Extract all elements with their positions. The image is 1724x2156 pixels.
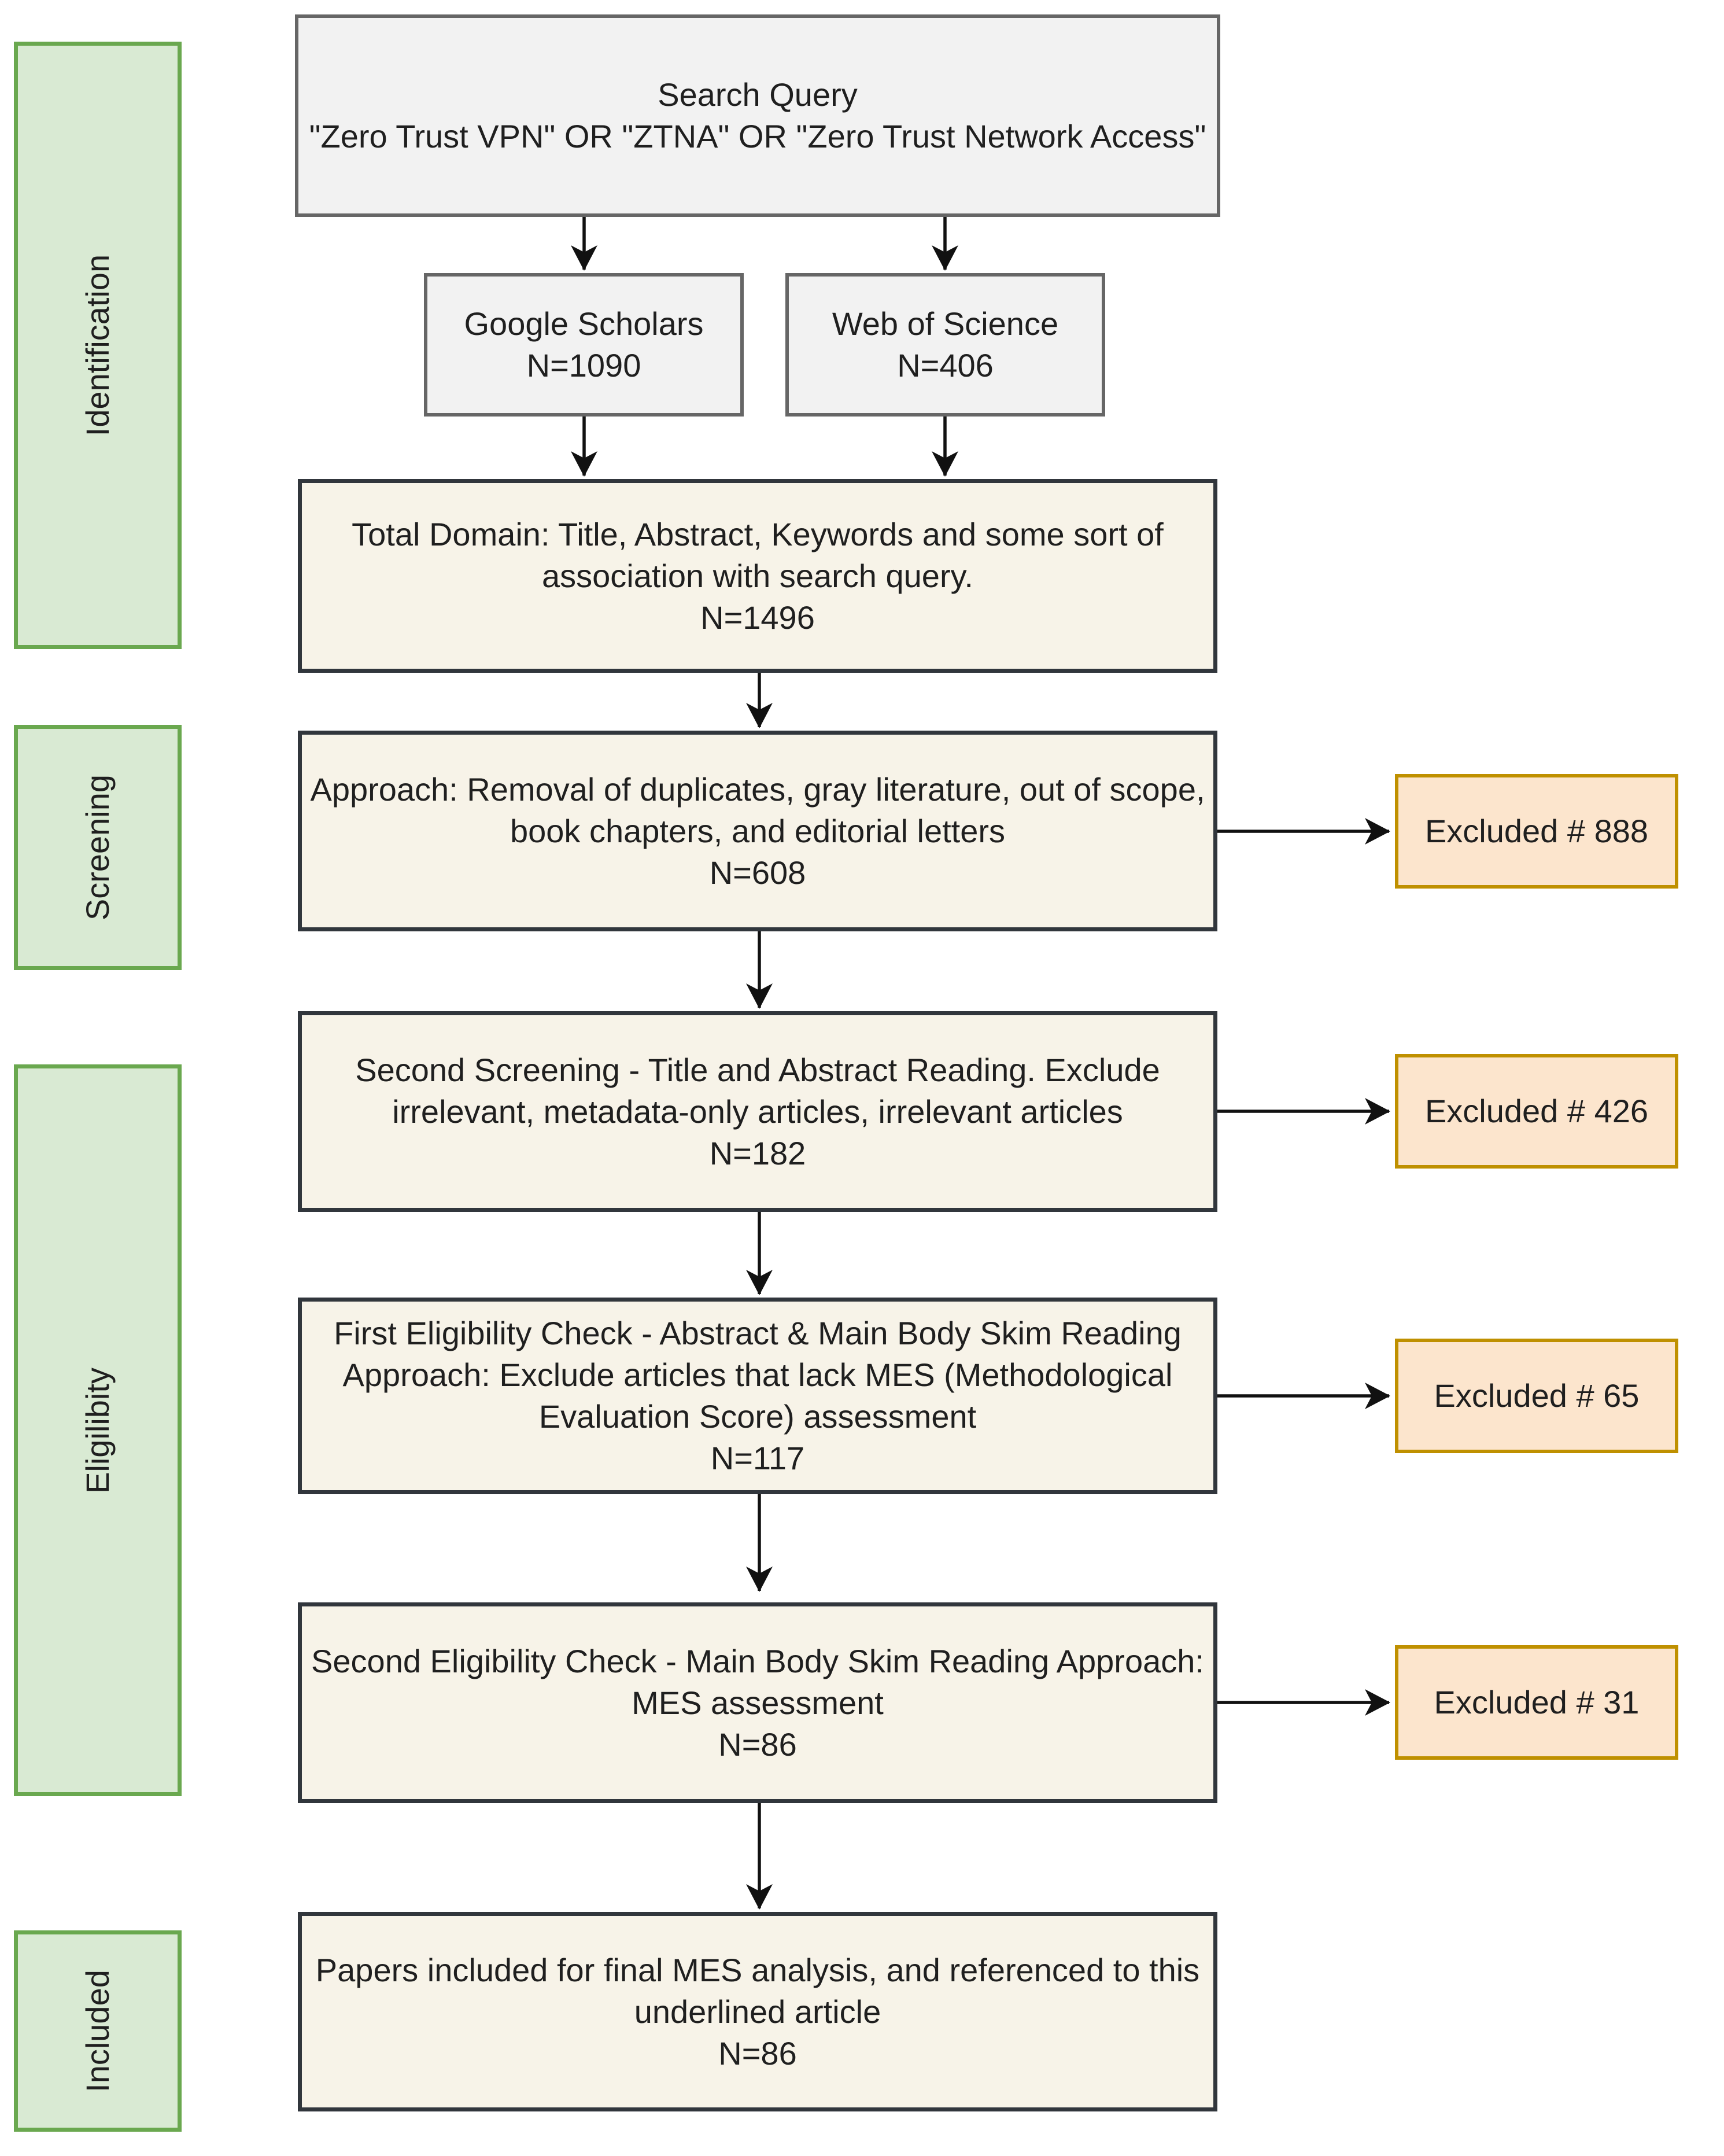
second-eligibility-count: N=86 — [718, 1726, 797, 1763]
node-first-screening: Approach: Removal of duplicates, gray li… — [298, 731, 1217, 931]
stage-band-included: Included — [14, 1930, 182, 2132]
stage-label-screening: Screening — [79, 774, 116, 921]
second-screening-text: Second Screening - Title and Abstract Re… — [355, 1051, 1160, 1130]
excluded-888-label: Excluded # 888 — [1424, 813, 1649, 849]
excluded-31-label: Excluded # 31 — [1434, 1684, 1640, 1720]
stage-label-included: Included — [79, 1970, 116, 2092]
node-total-domain: Total Domain: Title, Abstract, Keywords … — [298, 479, 1217, 673]
total-domain-count: N=1496 — [700, 599, 815, 636]
web-of-science-count: N=406 — [897, 347, 994, 384]
node-second-screening: Second Screening - Title and Abstract Re… — [298, 1011, 1217, 1212]
excluded-426-label: Excluded # 426 — [1424, 1093, 1649, 1129]
node-web-of-science: Web of Science N=406 — [785, 273, 1105, 417]
first-screening-count: N=608 — [709, 854, 806, 891]
first-eligibility-text: First Eligibility Check - Abstract & Mai… — [334, 1315, 1182, 1435]
first-screening-text: Approach: Removal of duplicates, gray li… — [310, 771, 1205, 849]
web-of-science-label: Web of Science — [832, 305, 1059, 342]
node-first-eligibility-check: First Eligibility Check - Abstract & Mai… — [298, 1298, 1217, 1494]
stage-band-identification: Identification — [14, 42, 182, 649]
total-domain-text: Total Domain: Title, Abstract, Keywords … — [352, 515, 1164, 594]
second-screening-count: N=182 — [709, 1134, 806, 1171]
included-papers-count: N=86 — [718, 2035, 797, 2072]
stage-label-identification: Identification — [79, 254, 116, 437]
excluded-box-65: Excluded # 65 — [1395, 1339, 1678, 1453]
node-included-papers: Papers included for final MES analysis, … — [298, 1912, 1217, 2111]
stage-label-eligibility: Eligilibity — [79, 1367, 116, 1494]
search-query-title: Search Query — [658, 76, 858, 113]
node-second-eligibility-check: Second Eligibility Check - Main Body Ski… — [298, 1602, 1217, 1803]
stage-band-eligibility: Eligilibity — [14, 1064, 182, 1796]
search-query-string: "Zero Trust VPN" OR "ZTNA" OR "Zero Trus… — [309, 118, 1206, 154]
included-papers-text: Papers included for final MES analysis, … — [315, 1951, 1200, 2030]
second-eligibility-text: Second Eligibility Check - Main Body Ski… — [311, 1642, 1204, 1721]
google-scholars-label: Google Scholars — [464, 305, 704, 342]
excluded-box-31: Excluded # 31 — [1395, 1645, 1678, 1760]
excluded-box-888: Excluded # 888 — [1395, 774, 1678, 889]
stage-band-screening: Screening — [14, 725, 182, 970]
first-eligibility-count: N=117 — [710, 1440, 805, 1476]
node-search-query: Search Query "Zero Trust VPN" OR "ZTNA" … — [295, 14, 1220, 217]
excluded-65-label: Excluded # 65 — [1434, 1377, 1640, 1414]
node-google-scholars: Google Scholars N=1090 — [424, 273, 744, 417]
excluded-box-426: Excluded # 426 — [1395, 1054, 1678, 1169]
google-scholars-count: N=1090 — [526, 347, 641, 384]
